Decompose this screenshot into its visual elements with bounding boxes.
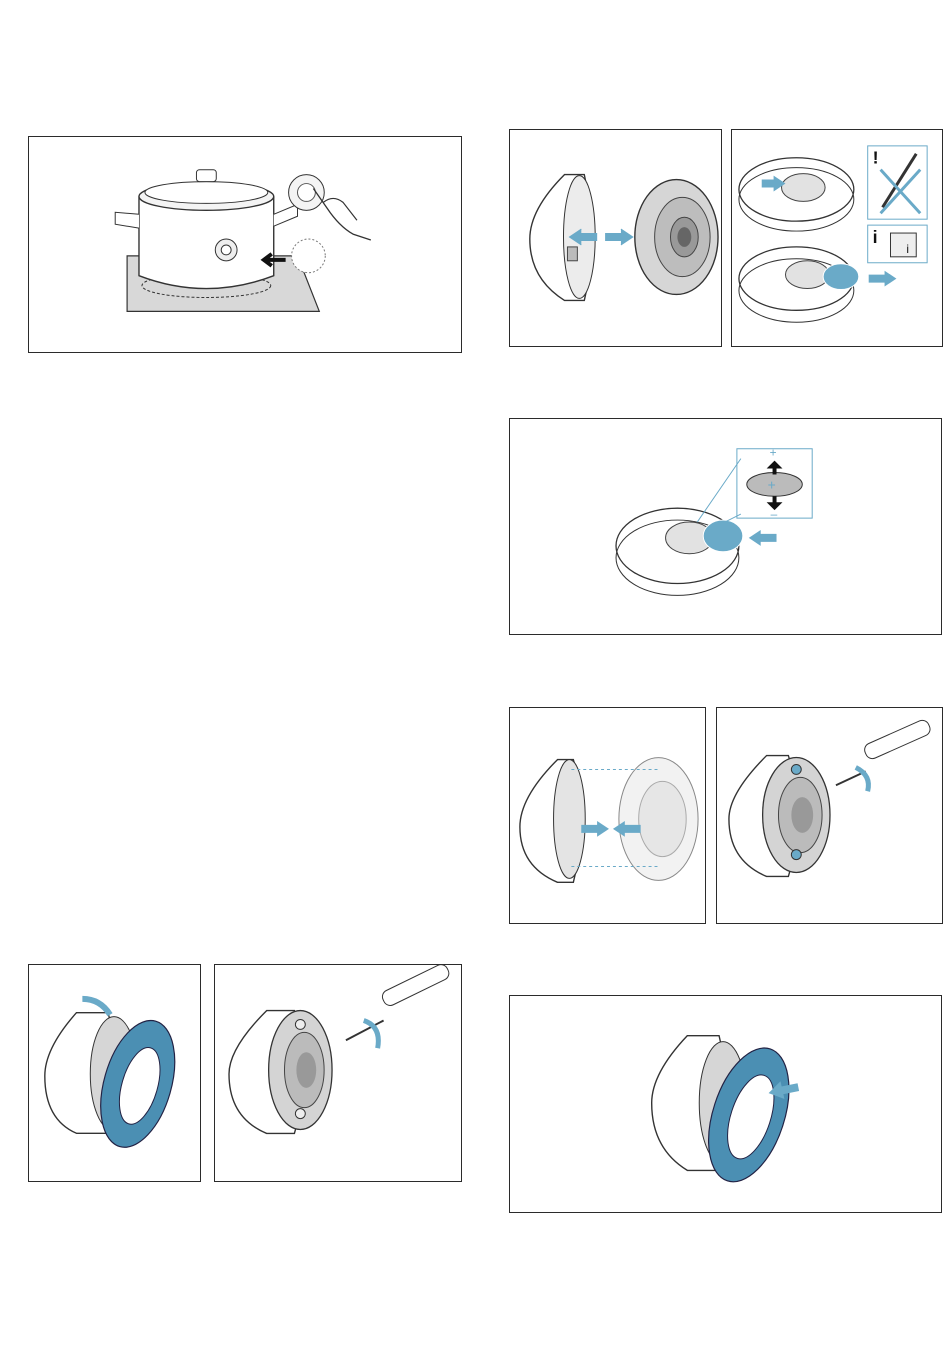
figure-battery-removal: ! i i bbox=[731, 129, 943, 347]
figure-sensor-screw-loosen bbox=[214, 964, 462, 1182]
screw-top bbox=[791, 764, 801, 774]
battery-cell bbox=[703, 520, 743, 552]
figure-ring-attach bbox=[509, 995, 942, 1213]
svg-text:i: i bbox=[906, 242, 909, 256]
screw-bottom bbox=[791, 850, 801, 860]
arrow-left-icon bbox=[749, 530, 761, 546]
screw-bottom bbox=[295, 1109, 305, 1119]
arrow-right-icon bbox=[885, 271, 897, 287]
sensor-dashed bbox=[292, 239, 326, 273]
plus-label: + bbox=[770, 446, 777, 460]
figure-sensor-reassemble bbox=[509, 707, 706, 924]
arrow-down-icon bbox=[767, 502, 783, 510]
lid-handle bbox=[196, 170, 216, 182]
figure-pot-on-hob bbox=[28, 136, 462, 353]
manual-icon bbox=[890, 233, 916, 257]
screw-top bbox=[295, 1019, 305, 1029]
plus-center-label: + bbox=[768, 476, 776, 492]
exclamation-icon: ! bbox=[873, 148, 879, 168]
pot-illustration bbox=[29, 137, 461, 352]
battery-cell bbox=[823, 264, 859, 290]
figure-ring-remove bbox=[28, 964, 201, 1182]
screwdriver-icon bbox=[862, 718, 932, 761]
figure-sensor-separate bbox=[509, 129, 722, 347]
rotate-arrow-icon bbox=[856, 767, 869, 791]
arrow-up-icon bbox=[767, 461, 783, 469]
arrow-right-icon bbox=[621, 229, 633, 245]
info-icon: i bbox=[873, 227, 878, 247]
screwdriver-icon bbox=[380, 965, 451, 1008]
arrow-right-icon bbox=[597, 821, 609, 837]
figure-sensor-screw-tighten bbox=[716, 707, 943, 924]
figure-battery-insert: + + – bbox=[509, 418, 942, 635]
